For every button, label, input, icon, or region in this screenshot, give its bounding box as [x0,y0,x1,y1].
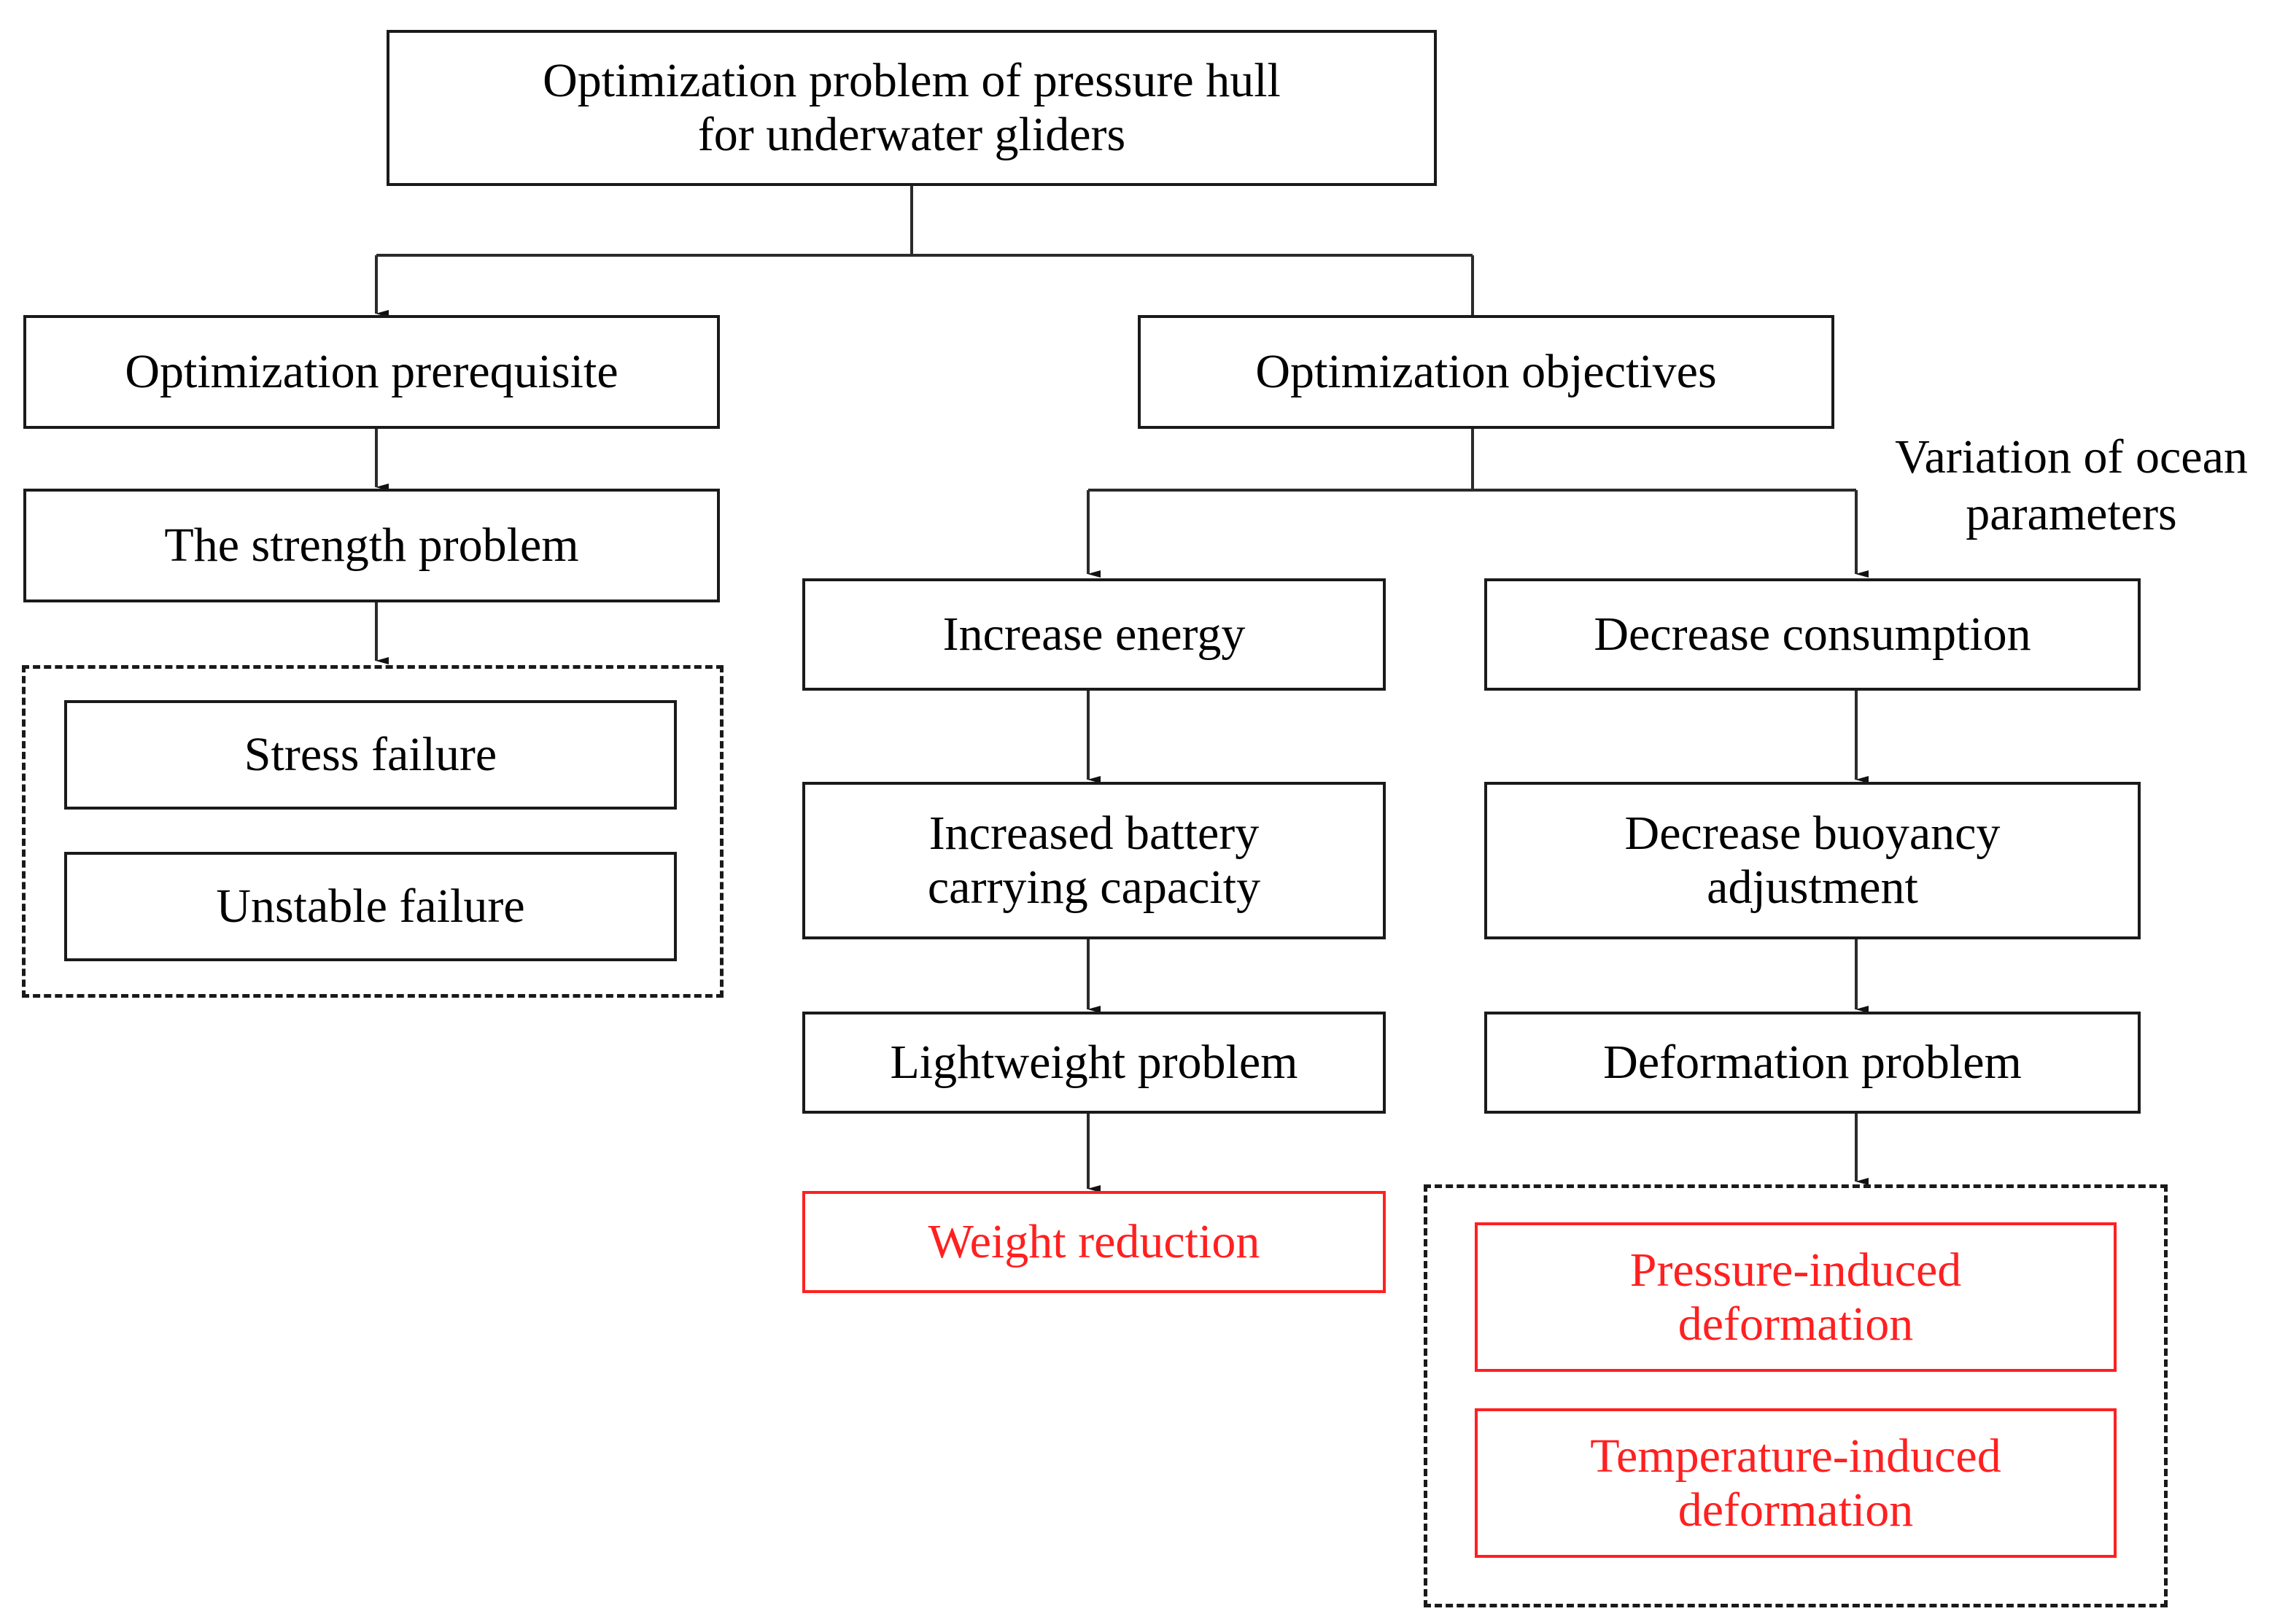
node-deformation-problem[interactable]: Deformation problem [1484,1012,2141,1114]
node-decrease-buoyancy-adjustment[interactable]: Decrease buoyancy adjustment [1484,782,2141,939]
node-increased-battery-carrying-capacity[interactable]: Increased battery carrying capacity [802,782,1386,939]
node-stress-failure[interactable]: Stress failure [64,700,677,810]
node-weight-reduction[interactable]: Weight reduction [802,1191,1386,1293]
node-increase-energy[interactable]: Increase energy [802,578,1386,691]
node-decrease-consumption[interactable]: Decrease consumption [1484,578,2141,691]
node-pressure-induced-deformation[interactable]: Pressure-induced deformation [1475,1222,2117,1372]
failure-group-dashed-container [22,665,724,998]
annotation-variation-of-ocean-parameters: Variation of ocean parameters [1895,430,2248,540]
node-root[interactable]: Optimization problem of pressure hull fo… [387,30,1437,186]
node-strength-problem[interactable]: The strength problem [23,489,720,602]
node-lightweight-problem[interactable]: Lightweight problem [802,1012,1386,1114]
node-optimization-prerequisite[interactable]: Optimization prerequisite [23,315,720,429]
node-unstable-failure[interactable]: Unstable failure [64,852,677,961]
deformation-group-dashed-container [1424,1184,2168,1607]
node-temperature-induced-deformation[interactable]: Temperature-induced deformation [1475,1408,2117,1558]
node-optimization-objectives[interactable]: Optimization objectives [1138,315,1834,429]
